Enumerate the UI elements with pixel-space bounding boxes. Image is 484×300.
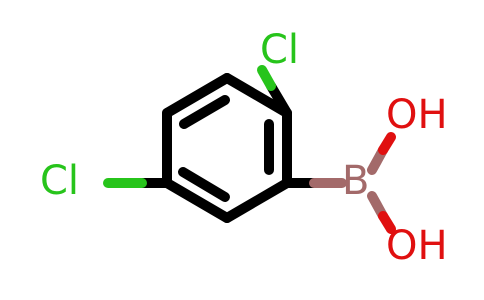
- ring-bond-c5-c6: [162, 178, 232, 223]
- atom-cl-top: Cl: [260, 27, 299, 73]
- benzene-ring: [162, 73, 292, 223]
- bond-c2-cl: [266, 81, 292, 118]
- ring-bond-c2-c3: [222, 73, 292, 118]
- atom-oh-top: OH: [386, 92, 448, 138]
- ring-double-bond-c5-c6: [178, 167, 230, 202]
- ring-bond-c3-c4: [162, 73, 232, 118]
- atom-oh-bottom: OH: [386, 223, 448, 269]
- ring-bond-c6-c1: [222, 178, 292, 223]
- bond-oh-bottom-segment: [378, 211, 396, 234]
- bond-cl-top-segment: [257, 65, 276, 91]
- atom-cl-left: Cl: [40, 158, 79, 204]
- bond-oh-top-segment: [378, 132, 396, 155]
- ring-double-bond-c3-c4: [179, 95, 230, 129]
- atom-boron: B: [342, 158, 369, 204]
